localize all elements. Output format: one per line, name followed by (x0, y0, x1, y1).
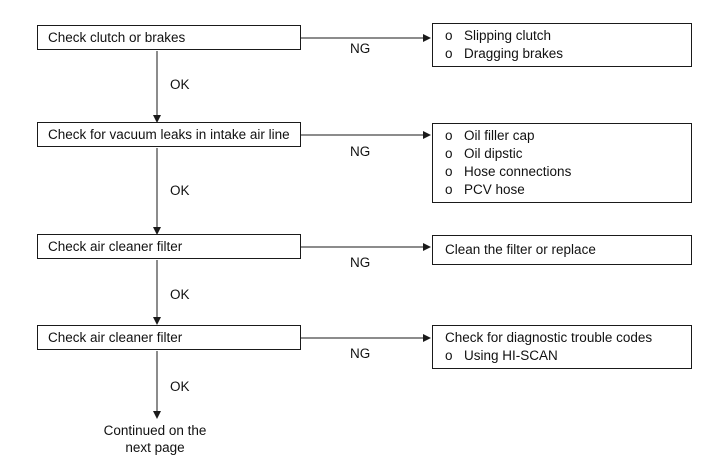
step-3-box: Check air cleaner filter (37, 234, 301, 259)
ng-label-3: NG (350, 255, 371, 270)
ng-label-2: NG (350, 144, 371, 159)
continued-note: Continued on the next page (80, 422, 230, 456)
continued-line-2: next page (125, 440, 185, 455)
ng-label-1: NG (350, 41, 371, 56)
bullet-marker: o (445, 28, 453, 43)
bullet-marker: o (445, 164, 453, 179)
bullet-marker: o (445, 146, 453, 161)
ok-label-1: OK (170, 77, 190, 92)
continued-line-1: Continued on the (103, 423, 207, 438)
bullet-marker: o (445, 182, 453, 197)
result-box-3: Clean the filter or replace (432, 235, 692, 265)
result-header: Check for diagnostic trouble codes (445, 330, 653, 345)
step-2-box: Check for vacuum leaks in intake air lin… (37, 122, 301, 147)
bullet-marker: o (445, 128, 453, 143)
ng-label-4: NG (350, 346, 371, 361)
ok-label-3: OK (170, 287, 190, 302)
step-1-box: Check clutch or brakes (37, 25, 301, 50)
ok-label-2: OK (170, 183, 190, 198)
step-4-box: Check air cleaner filter (37, 325, 301, 350)
ok-label-4: OK (170, 379, 190, 394)
bullet-marker: o (445, 348, 453, 363)
result-header: Clean the filter or replace (445, 242, 596, 257)
bullet-marker: o (445, 46, 453, 61)
